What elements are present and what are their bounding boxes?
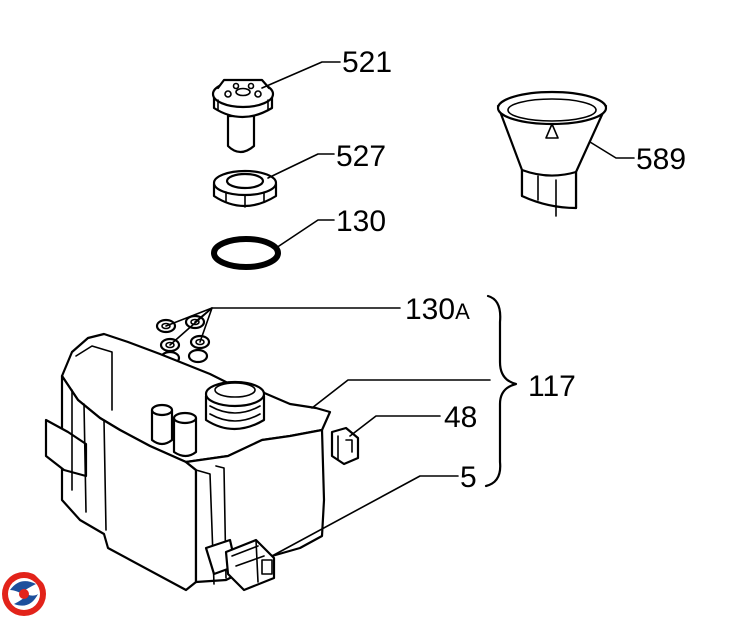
part-589-funnel [496, 90, 608, 217]
callout-117: 117 [528, 370, 576, 403]
leader-lines [165, 61, 635, 557]
callout-5: 5 [460, 461, 477, 494]
part-521-cap [211, 78, 275, 154]
callout-48: 48 [444, 401, 477, 434]
part-48-connector [330, 426, 360, 466]
group-brace [484, 294, 518, 488]
part-130a-small-seals [155, 314, 211, 366]
callout-130a: 130A [405, 293, 470, 326]
part-130-seal-ring [211, 236, 281, 270]
callout-521: 521 [342, 46, 392, 79]
callout-130: 130 [336, 205, 386, 238]
callout-527: 527 [336, 140, 386, 173]
callout-130a-suffix: A [455, 299, 470, 324]
callout-589: 589 [636, 143, 686, 176]
part-117-tank [44, 332, 332, 592]
callout-130a-number: 130 [405, 293, 455, 326]
part-5-sensor [224, 538, 276, 592]
brand-logo [2, 572, 46, 616]
part-527-nut [212, 169, 278, 208]
